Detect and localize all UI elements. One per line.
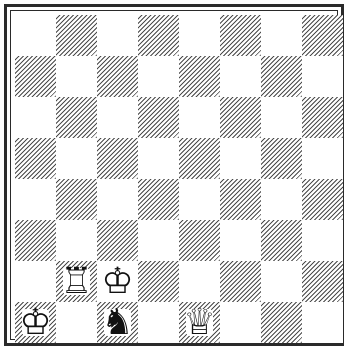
chessboard-frame: ♖♔ ♔ ♞ ♕	[4, 4, 344, 346]
square-f7[interactable]	[220, 56, 261, 97]
square-g6[interactable]	[261, 97, 302, 138]
square-h2[interactable]	[302, 261, 343, 302]
square-h4[interactable]	[302, 179, 343, 220]
square-f5[interactable]	[220, 138, 261, 179]
square-h8[interactable]	[302, 15, 343, 56]
white-rook-icon-glyph: ♖	[60, 264, 92, 300]
square-b7[interactable]	[56, 56, 97, 97]
square-b1[interactable]	[56, 302, 97, 343]
square-f3[interactable]	[220, 220, 261, 261]
square-c3[interactable]	[97, 220, 138, 261]
square-d1[interactable]	[138, 302, 179, 343]
white-king-icon-glyph: ♔	[101, 264, 133, 300]
square-e8[interactable]	[179, 15, 220, 56]
square-a2[interactable]	[15, 261, 56, 302]
square-f2[interactable]	[220, 261, 261, 302]
square-g8[interactable]	[261, 15, 302, 56]
white-queen-icon[interactable]: ♕	[179, 302, 220, 343]
square-e5[interactable]	[179, 138, 220, 179]
square-c6[interactable]	[97, 97, 138, 138]
square-a1[interactable]: ♔	[15, 302, 56, 343]
chessboard: ♖♔ ♔ ♞ ♕	[15, 15, 343, 343]
square-h7[interactable]	[302, 56, 343, 97]
square-a7[interactable]	[15, 56, 56, 97]
square-c7[interactable]	[97, 56, 138, 97]
square-h6[interactable]	[302, 97, 343, 138]
square-e3[interactable]	[179, 220, 220, 261]
square-c4[interactable]	[97, 179, 138, 220]
square-d4[interactable]	[138, 179, 179, 220]
white-rook-icon[interactable]: ♖	[56, 261, 97, 302]
square-c1[interactable]: ♞	[97, 302, 138, 343]
square-f6[interactable]	[220, 97, 261, 138]
square-d5[interactable]	[138, 138, 179, 179]
square-d2[interactable]	[138, 261, 179, 302]
square-g7[interactable]	[261, 56, 302, 97]
square-c8[interactable]	[97, 15, 138, 56]
square-g5[interactable]	[261, 138, 302, 179]
square-a5[interactable]	[15, 138, 56, 179]
white-king-icon[interactable]: ♔	[15, 302, 56, 343]
square-e7[interactable]	[179, 56, 220, 97]
white-queen-icon-glyph: ♕	[183, 305, 215, 341]
square-c2[interactable]: ♔	[97, 261, 138, 302]
square-e6[interactable]	[179, 97, 220, 138]
white-king-icon-glyph: ♔	[19, 305, 51, 341]
square-b2[interactable]: ♖	[56, 261, 97, 302]
square-a4[interactable]	[15, 179, 56, 220]
square-a6[interactable]	[15, 97, 56, 138]
square-g2[interactable]	[261, 261, 302, 302]
square-b6[interactable]	[56, 97, 97, 138]
square-e2[interactable]	[179, 261, 220, 302]
square-b4[interactable]	[56, 179, 97, 220]
square-h1[interactable]	[302, 302, 343, 343]
square-g3[interactable]	[261, 220, 302, 261]
square-f1[interactable]	[220, 302, 261, 343]
square-g4[interactable]	[261, 179, 302, 220]
square-h5[interactable]	[302, 138, 343, 179]
square-g1[interactable]	[261, 302, 302, 343]
square-c5[interactable]	[97, 138, 138, 179]
square-a8[interactable]	[15, 15, 56, 56]
square-f4[interactable]	[220, 179, 261, 220]
square-b5[interactable]	[56, 138, 97, 179]
square-h3[interactable]	[302, 220, 343, 261]
square-b3[interactable]	[56, 220, 97, 261]
square-d8[interactable]	[138, 15, 179, 56]
white-king-icon[interactable]: ♔	[97, 261, 138, 302]
square-f8[interactable]	[220, 15, 261, 56]
square-d3[interactable]	[138, 220, 179, 261]
square-e4[interactable]	[179, 179, 220, 220]
black-knight-icon[interactable]: ♞	[97, 302, 138, 343]
black-knight-icon-glyph: ♞	[101, 305, 133, 341]
square-b8[interactable]	[56, 15, 97, 56]
square-d6[interactable]	[138, 97, 179, 138]
square-a3[interactable]	[15, 220, 56, 261]
square-e1[interactable]: ♕	[179, 302, 220, 343]
square-d7[interactable]	[138, 56, 179, 97]
